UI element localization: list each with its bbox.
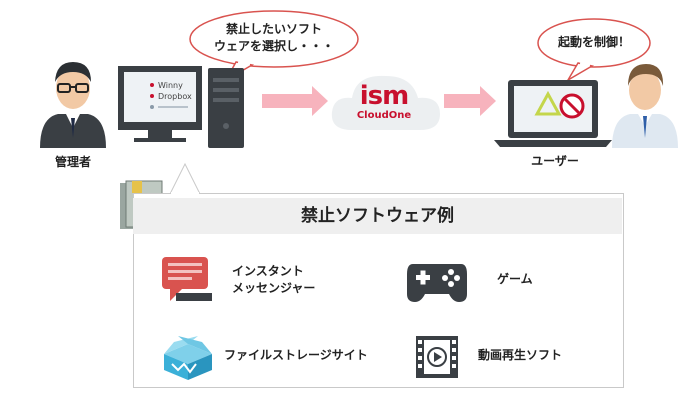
user-person-icon — [612, 64, 678, 148]
screen-item-winny: Winny — [158, 81, 183, 90]
item-label-game: ゲーム — [497, 272, 533, 286]
prohibited-icon — [559, 93, 585, 119]
logo-main-text: ism — [359, 81, 409, 111]
item-label-file-storage: ファイルストレージサイト — [224, 348, 368, 362]
logo-sub-text: CloudOne — [356, 110, 412, 121]
arrow-right-icon — [444, 86, 496, 116]
cloud-box-icon — [164, 336, 212, 380]
gamepad-icon — [407, 264, 467, 302]
admin-computer-icon — [118, 66, 244, 148]
admin-speech-text: 禁止したいソフト ウェアを選択し・・・ — [213, 22, 334, 53]
user-label: ユーザー — [531, 154, 579, 168]
arrow-right-icon — [262, 86, 328, 116]
admin-person-icon — [40, 62, 106, 148]
screen-item-dropbox: Dropbox — [158, 92, 192, 101]
item-label-video-player: 動画再生ソフト — [478, 348, 563, 362]
chat-icon — [162, 257, 212, 301]
item-label-instant-messenger: インスタント メッセンジャー — [232, 264, 316, 295]
user-speech-text: 起動を制御！ — [557, 35, 630, 49]
ism-cloudone-logo — [331, 75, 440, 130]
panel-title: 禁止ソフトウェア例 — [133, 198, 622, 234]
user-speech-bubble — [537, 18, 651, 83]
admin-label: 管理者 — [54, 155, 91, 169]
video-film-icon — [416, 336, 458, 378]
user-laptop-icon — [494, 80, 612, 147]
